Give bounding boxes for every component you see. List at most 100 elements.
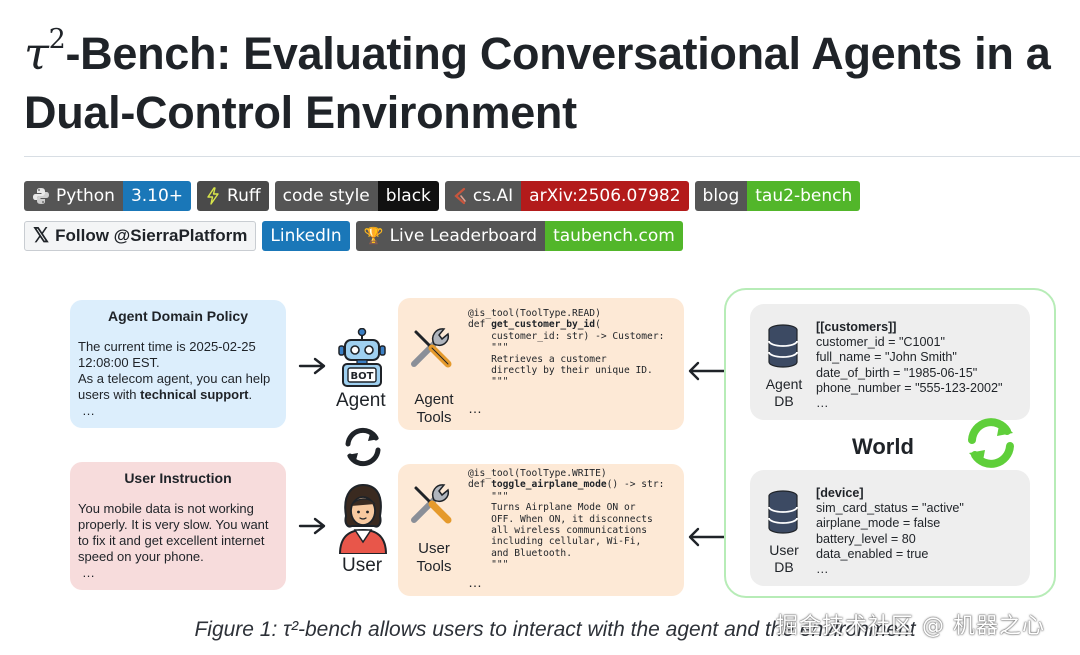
page-title: τ2-Bench: Evaluating Conversational Agen… <box>24 24 1074 142</box>
db-field: phone_number = "555-123-2002" <box>816 380 1003 395</box>
user-tools-box: User Tools @is_tool(ToolType.WRITE)def t… <box>398 464 684 596</box>
arxiv-badge[interactable]: cs.AI arXiv:2506.07982 <box>444 181 689 211</box>
db-field: customer_id = "C1001" <box>816 335 945 350</box>
code-keyword: def <box>468 479 492 491</box>
code-line: Turns Airplane Mode ON or <box>468 502 636 514</box>
user-label: User <box>342 555 383 576</box>
code-line: directly by their unique ID. <box>468 365 653 377</box>
agent-db-label: Agent <box>765 376 803 392</box>
instruction-line: properly. It is very slow. You want <box>78 517 269 532</box>
linkedin-badge-label: LinkedIn <box>262 221 350 251</box>
agent-tools-ellipsis: … <box>468 400 482 416</box>
arxiv-badge-value: arXiv:2506.07982 <box>521 181 689 211</box>
db-section-head: [device] <box>816 486 864 500</box>
code-line: """ <box>468 376 509 388</box>
policy-line: As a telecom agent, you can help <box>78 371 271 386</box>
policy-title: Agent Domain Policy <box>107 308 249 324</box>
bot-text: BOT <box>351 371 374 382</box>
code-function-name: get_customer_by_id <box>491 319 596 331</box>
ruff-badge-label: Ruff <box>227 186 261 206</box>
instruction-ellipsis: … <box>82 565 95 580</box>
ruff-icon <box>207 187 219 205</box>
green-sync-cycle-icon <box>968 418 1014 468</box>
python-icon <box>33 188 49 204</box>
code-line: """ <box>468 490 509 502</box>
policy-line: 12:08:00 EST. <box>78 355 160 370</box>
db-field: data_enabled = true <box>816 546 929 561</box>
code-line: @is_tool(ToolType.WRITE) <box>468 468 607 479</box>
arxiv-badge-label: cs.AI <box>472 186 514 206</box>
leaderboard-badge-label: Live Leaderboard <box>389 226 538 246</box>
db-field: date_of_birth = "1985-06-15" <box>816 365 978 380</box>
code-line: @is_tool(ToolType.READ) <box>468 308 601 319</box>
instruction-to-user-arrow-icon <box>298 517 326 535</box>
agent-tool-code: @is_tool(ToolType.READ)def get_customer_… <box>468 308 664 388</box>
title-line2: Dual-Control Environment <box>24 87 577 138</box>
world-label: World <box>852 434 914 459</box>
database-icon <box>768 490 798 534</box>
badge-row-1: Python 3.10+ Ruff code style black cs.AI… <box>24 181 861 211</box>
agent-domain-policy-box: Agent Domain Policy The current time is … <box>70 300 286 428</box>
title-line1: -Bench: Evaluating Conversational Agents… <box>65 28 1051 79</box>
code-line: ( <box>595 319 601 331</box>
watermark: 掘金技术社区 @ 机器之心 <box>776 614 1045 639</box>
badge-row-2: 𝕏 Follow @SierraPlatform LinkedIn 🏆 Live… <box>24 221 683 251</box>
user-tools-ellipsis: … <box>468 574 482 590</box>
x-logo-icon: 𝕏 <box>33 225 50 247</box>
leaderboard-badge-value: taubench.com <box>545 221 683 251</box>
code-style-badge-label: code style <box>274 181 378 211</box>
trophy-icon: 🏆 <box>363 226 384 245</box>
code-line: """ <box>468 342 509 354</box>
db-field: sim_card_status = "active" <box>816 501 964 516</box>
title-tau: τ <box>24 27 49 80</box>
blog-badge-value: tau2-bench <box>747 181 861 211</box>
code-line: customer_id: str) -> Customer: <box>468 330 665 342</box>
instruction-line: speed on your phone. <box>78 549 204 564</box>
agent-label: Agent <box>336 390 386 411</box>
title-sup: 2 <box>48 24 66 55</box>
code-function-name: toggle_airplane_mode <box>491 479 607 491</box>
figure-caption: Figure 1: τ²-bench allows users to inter… <box>194 618 916 641</box>
blog-badge[interactable]: blog tau2-bench <box>694 181 861 211</box>
blog-badge-label: blog <box>694 181 748 211</box>
user-tools-label: User <box>418 540 450 557</box>
instruction-line: You mobile data is not working <box>78 501 254 516</box>
database-icon <box>768 324 798 368</box>
agent-db-box: Agent DB [[customers]] customer_id = "C1… <box>750 304 1030 420</box>
agent-db-label: DB <box>774 393 794 409</box>
leaderboard-badge[interactable]: 🏆 Live Leaderboard taubench.com <box>355 221 683 251</box>
policy-ellipsis: … <box>82 403 95 418</box>
db-ellipsis: … <box>816 396 829 411</box>
code-line: including cellular, Wi-Fi, <box>468 536 642 548</box>
agent-tools-box: Agent Tools @is_tool(ToolType.READ)def g… <box>398 298 684 430</box>
user-instruction-box: User Instruction You mobile data is not … <box>70 462 286 590</box>
user-avatar-icon <box>338 483 388 554</box>
db-field: battery_level = 80 <box>816 531 916 546</box>
arxiv-icon <box>454 187 466 205</box>
follow-badge[interactable]: 𝕏 Follow @SierraPlatform <box>24 221 257 251</box>
user-tool-code: @is_tool(ToolType.WRITE)def toggle_airpl… <box>468 468 664 571</box>
policy-to-agent-arrow-icon <box>298 357 326 375</box>
python-badge-value: 3.10+ <box>122 181 192 211</box>
code-keyword: def <box>468 319 492 331</box>
policy-line: users with <box>78 387 141 402</box>
user-db-box: User DB [device] sim_card_status = "acti… <box>750 470 1030 586</box>
code-line: OFF. When ON, it disconnects <box>468 513 653 525</box>
linkedin-badge[interactable]: LinkedIn <box>262 221 350 251</box>
python-badge-label: Python <box>56 186 115 206</box>
wrench-screwdriver-icon <box>411 484 452 524</box>
python-badge[interactable]: Python 3.10+ <box>24 181 192 211</box>
policy-bold: technical support <box>140 387 249 402</box>
code-style-badge-value: black <box>377 181 439 211</box>
db-ellipsis: … <box>816 562 829 577</box>
db-field: airplane_mode = false <box>816 516 941 531</box>
user-tools-label: Tools <box>416 558 452 575</box>
policy-period: . <box>248 387 253 402</box>
code-line: () -> str: <box>606 479 665 491</box>
instruction-line: to fix it and get excellent internet <box>78 533 265 548</box>
figure-diagram: Agent Domain Policy The current time is … <box>0 280 1080 600</box>
code-style-badge[interactable]: code style black <box>274 181 439 211</box>
ruff-badge[interactable]: Ruff <box>197 181 269 211</box>
wrench-screwdriver-icon <box>411 328 452 368</box>
robot-icon: BOT <box>338 328 386 387</box>
